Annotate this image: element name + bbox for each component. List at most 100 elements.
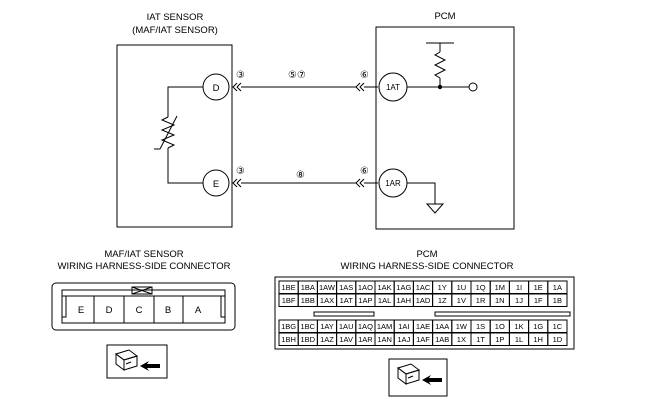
terminal-e-label: E xyxy=(213,179,219,190)
maf-pin-c: C xyxy=(136,305,143,316)
pcm-pin-label: 1AM xyxy=(377,322,392,331)
iat-sensor-subtitle: (MAF/IAT SENSOR) xyxy=(132,25,218,36)
pcm-pin-label: 1G xyxy=(533,322,543,331)
pcm-pin-label: 1E xyxy=(534,283,543,292)
pcm-pin-label: 1AP xyxy=(358,296,372,305)
wire-code-d-sensor: ③ xyxy=(236,70,245,81)
pcm-pin-label: 1X xyxy=(457,335,466,344)
pcm-pin-label: 1F xyxy=(534,296,543,305)
pcm-pin-label: 1BC xyxy=(301,322,316,331)
pcm-pin-label: 1AA xyxy=(435,322,449,331)
wire-code-d-mid: ⑤⑦ xyxy=(288,70,306,81)
pcm-pin-label: 1BH xyxy=(281,335,296,344)
pcm-connector-key-slot xyxy=(434,311,571,317)
terminal-e-circle xyxy=(202,169,230,197)
pcm-pin-label: 1AE xyxy=(416,322,430,331)
pcm-pin-label: 1C xyxy=(553,322,563,331)
wire-code-e-pcm: ⑥ xyxy=(360,166,369,177)
pcm-pin-label: 1L xyxy=(515,335,523,344)
pcm-connector-outline xyxy=(274,276,575,350)
pcm-pin-label: 1BG xyxy=(281,322,296,331)
maf-connector-title: MAF/IAT SENSOR xyxy=(104,249,183,260)
pcm-pin-label: 1AU xyxy=(339,322,354,331)
pcm-pin-label: 1P xyxy=(495,335,504,344)
pcm-pin-label: 1V xyxy=(457,296,466,305)
pcm-pin-label: 1H xyxy=(533,335,543,344)
pcm-connector-subtitle: WIRING HARNESS-SIDE CONNECTOR xyxy=(341,261,514,272)
terminal-1at-label: 1AT xyxy=(386,83,400,92)
pcm-pin-label: 1AS xyxy=(339,283,353,292)
pcm-pin-label: 1AX xyxy=(320,296,334,305)
pcm-pin-label: 1BA xyxy=(301,283,315,292)
pcm-pin-label: 1AZ xyxy=(320,335,334,344)
wire-d xyxy=(232,82,378,92)
pcm-pin-label: 1AH xyxy=(397,296,412,305)
pcm-pin-label: 1AV xyxy=(339,335,353,344)
pcm-pin-label: 1AC xyxy=(416,283,431,292)
terminal-d-circle xyxy=(202,73,230,101)
pcm-pin-label: 1AL xyxy=(378,296,391,305)
terminal-1ar-label: 1AR xyxy=(385,179,401,188)
pcm-pin-label: 1T xyxy=(476,335,485,344)
pcm-pin-cell xyxy=(547,332,568,346)
pcm-pin-label: 1M xyxy=(495,283,505,292)
pcm-pin-label: 1N xyxy=(495,296,505,305)
pcm-pin-label: 1Z xyxy=(438,296,447,305)
pcm-pin-label: 1O xyxy=(495,322,505,331)
pcm-pin-label: 1AJ xyxy=(397,335,410,344)
pcm-pin-label: 1Q xyxy=(476,283,486,292)
iat-sensor-title: IAT SENSOR xyxy=(147,12,204,23)
pcm-pin-label: 1BF xyxy=(282,296,296,305)
wire-code-e-sensor: ③ xyxy=(236,166,245,177)
pcm-pin-label: 1AB xyxy=(435,335,449,344)
pcm-pin-label: 1B xyxy=(553,296,562,305)
pcm-pin-label: 1K xyxy=(514,322,523,331)
pcm-pin-label: 1AG xyxy=(396,283,411,292)
pcm-pin-label: 1AN xyxy=(377,335,392,344)
pcm-pin-label: 1R xyxy=(476,296,486,305)
ground-icon xyxy=(407,182,445,214)
wire-e xyxy=(232,178,378,188)
iat-sensor-box xyxy=(116,44,233,228)
pcm-pin-label: 1D xyxy=(553,335,563,344)
pcm-connector-key-slot xyxy=(313,311,375,317)
pcm-pin-label: 1AR xyxy=(358,335,373,344)
pcm-pin-label: 1AK xyxy=(378,283,392,292)
wire-code-d-pcm: ⑥ xyxy=(360,70,369,81)
pcm-pin-label: 1BE xyxy=(282,283,296,292)
pcm-title: PCM xyxy=(434,11,455,22)
pcm-pin-label: 1AQ xyxy=(358,322,373,331)
pcm-pin-cell xyxy=(547,293,568,307)
pcm-pin-label: 1AW xyxy=(319,283,336,292)
pull-up-resistor xyxy=(407,42,478,92)
pcm-pin-label: 1AT xyxy=(340,296,354,305)
pcm-pin-label: 1Y xyxy=(438,283,447,292)
pcm-pin-label: 1U xyxy=(457,283,467,292)
pcm-pin-label: 1AI xyxy=(398,322,409,331)
thermistor xyxy=(154,86,203,184)
pcm-pin-label: 1AD xyxy=(416,296,431,305)
pcm-pin-label: 1AY xyxy=(320,322,334,331)
maf-pin-e: E xyxy=(78,305,84,316)
pcm-pin-label: 1BD xyxy=(301,335,316,344)
maf-pin-a: A xyxy=(195,305,202,316)
maf-pin-b: B xyxy=(165,305,171,316)
maf-pin-d: D xyxy=(106,305,113,316)
pcm-box xyxy=(375,26,515,230)
wire-code-e-mid: ⑧ xyxy=(296,170,305,181)
connector-view-icon xyxy=(106,344,168,379)
pcm-pin-label: 1S xyxy=(476,322,485,331)
pcm-pin-label: 1I xyxy=(516,283,522,292)
pcm-connector-title: PCM xyxy=(416,249,437,260)
terminal-d-label: D xyxy=(213,83,220,94)
maf-connector xyxy=(51,282,236,331)
pcm-pin-label: 1W xyxy=(456,322,468,331)
pcm-pin-label: 1BB xyxy=(301,296,315,305)
maf-connector-subtitle: WIRING HARNESS-SIDE CONNECTOR xyxy=(58,261,231,272)
pcm-pin-label: 1A xyxy=(553,283,562,292)
pcm-pin-label: 1J xyxy=(515,296,523,305)
connector-view-icon-pcm xyxy=(388,358,448,397)
pcm-pin-label: 1AF xyxy=(416,335,430,344)
